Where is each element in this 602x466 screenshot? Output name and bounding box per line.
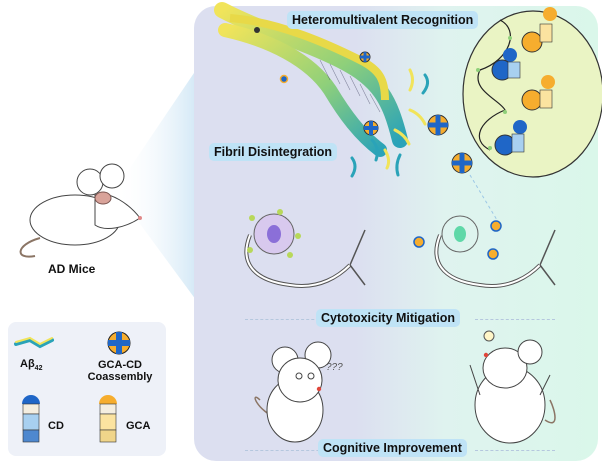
nucleus bbox=[454, 226, 466, 242]
nucleus bbox=[267, 225, 281, 243]
divider bbox=[475, 450, 555, 451]
fibril-node bbox=[254, 27, 260, 33]
label-heteromultivalent-recognition: Heteromultivalent Recognition bbox=[287, 11, 479, 29]
divider bbox=[245, 319, 350, 320]
coassembly-particle bbox=[451, 152, 473, 174]
cd-figure bbox=[491, 48, 521, 81]
legend-abeta-label: Aβ42 bbox=[20, 358, 43, 373]
gca-figure bbox=[521, 7, 557, 53]
legend-cd-label: CD bbox=[48, 420, 64, 432]
coassembly-particle bbox=[363, 120, 379, 136]
confusion-marks: ??? bbox=[326, 362, 343, 373]
gca-figure bbox=[521, 75, 555, 111]
label-cytotoxicity-mitigation: Cytotoxicity Mitigation bbox=[316, 309, 461, 327]
divider bbox=[245, 450, 350, 451]
label-fibril-disintegration: Fibril Disintegration bbox=[209, 143, 338, 161]
lightbulb-icon bbox=[483, 330, 495, 342]
label-cognitive-improvement: Cognitive Improvement bbox=[318, 439, 467, 457]
coassembly-particle bbox=[427, 114, 449, 136]
legend-gca-label: GCA bbox=[126, 420, 151, 432]
cd-figure bbox=[494, 120, 527, 156]
divider bbox=[475, 319, 555, 320]
brain-icon bbox=[94, 191, 112, 205]
coassembly-particle bbox=[359, 51, 371, 63]
ad-mice-label: AD Mice bbox=[48, 262, 96, 276]
